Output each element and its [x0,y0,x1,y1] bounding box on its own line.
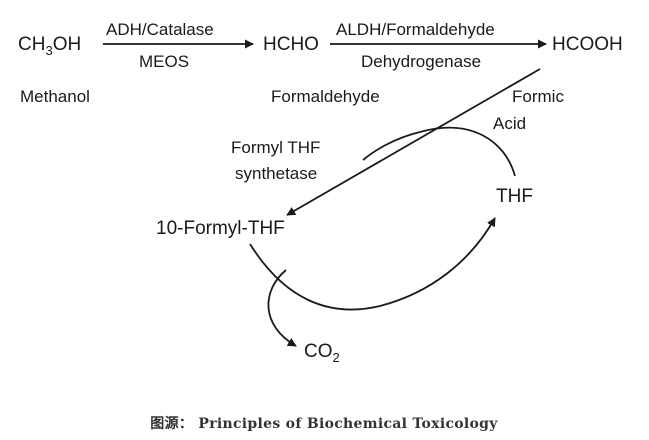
arrow-formic-to-formyl-thf [286,68,541,216]
enzyme-aldh: ALDH/Formaldehyde [336,20,495,39]
co2-label: CO2 [304,341,340,365]
synthetase-label-2: synthetase [235,164,317,183]
formyl-thf-label: 10-Formyl-THF [156,218,285,239]
enzyme-dehydrogenase: Dehydrogenase [361,52,481,71]
enzyme-adh-catalase: ADH/Catalase [106,20,214,39]
methanol-formula: CH3OH [18,34,81,58]
formic-name-1: Formic [512,87,564,106]
arrow-formyl-thf-to-thf [249,217,496,311]
formic-formula: HCOOH [552,34,623,55]
arrow-to-co2 [267,269,297,347]
arrow-thf-join [362,126,516,177]
enzyme-meos: MEOS [139,52,189,71]
methanol-name: Methanol [20,87,90,106]
formic-name-2: Acid [493,114,526,133]
synthetase-label-1: Formyl THF [231,138,320,157]
formaldehyde-formula: HCHO [263,34,319,55]
formaldehyde-name: Formaldehyde [271,87,380,106]
source-caption: 图源： Principles of Biochemical Toxicology [150,415,498,432]
thf-label: THF [496,186,533,207]
